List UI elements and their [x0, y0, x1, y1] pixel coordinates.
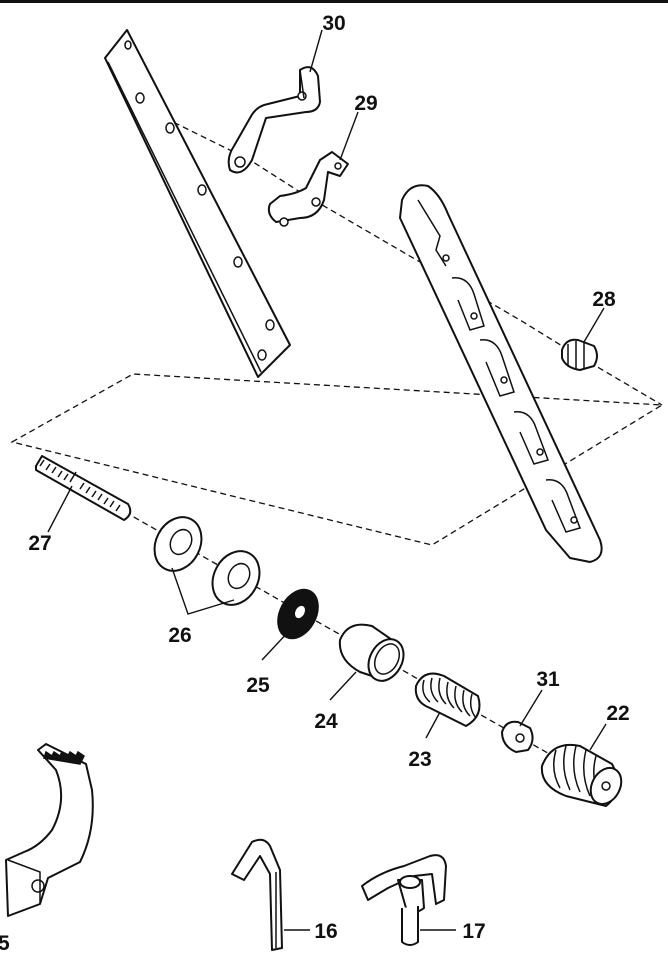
part-16-hook-rod [231, 838, 283, 951]
callout-labels: 30 29 28 27 26 25 24 23 31 22 16 17 5 [0, 12, 630, 955]
callout-16: 16 [314, 920, 337, 943]
slotted-plate [399, 184, 603, 563]
callout-23: 23 [408, 748, 431, 771]
callout-27: 27 [28, 532, 51, 555]
part-27-screw [35, 455, 132, 521]
part-29-bracket [267, 151, 349, 227]
part-25-felt-disc [277, 588, 319, 640]
callout-28: 28 [592, 288, 616, 311]
callout-5: 5 [0, 932, 10, 955]
part-28-nut [561, 338, 598, 371]
callout-31: 31 [536, 668, 560, 691]
callout-17: 17 [462, 920, 485, 943]
callout-22: 22 [606, 702, 629, 725]
part-5-presser-foot [5, 743, 94, 917]
callout-25: 25 [246, 674, 270, 697]
part-23-spring [414, 672, 481, 727]
assembly-guide-lines [10, 117, 665, 761]
part-26-washers [153, 516, 261, 606]
callout-29: 29 [354, 92, 377, 115]
part-31-nut [501, 720, 534, 753]
top-border-rule [0, 0, 668, 3]
callout-24: 24 [314, 710, 338, 733]
part-22-tension-knob [540, 744, 623, 807]
callout-26: 26 [168, 624, 191, 647]
long-mounting-plate [104, 29, 291, 378]
callout-30: 30 [322, 12, 345, 35]
part-30-bracket [227, 66, 321, 174]
leader-lines [47, 29, 607, 931]
part-17-lever [361, 854, 447, 946]
part-24-sleeve [338, 623, 405, 682]
